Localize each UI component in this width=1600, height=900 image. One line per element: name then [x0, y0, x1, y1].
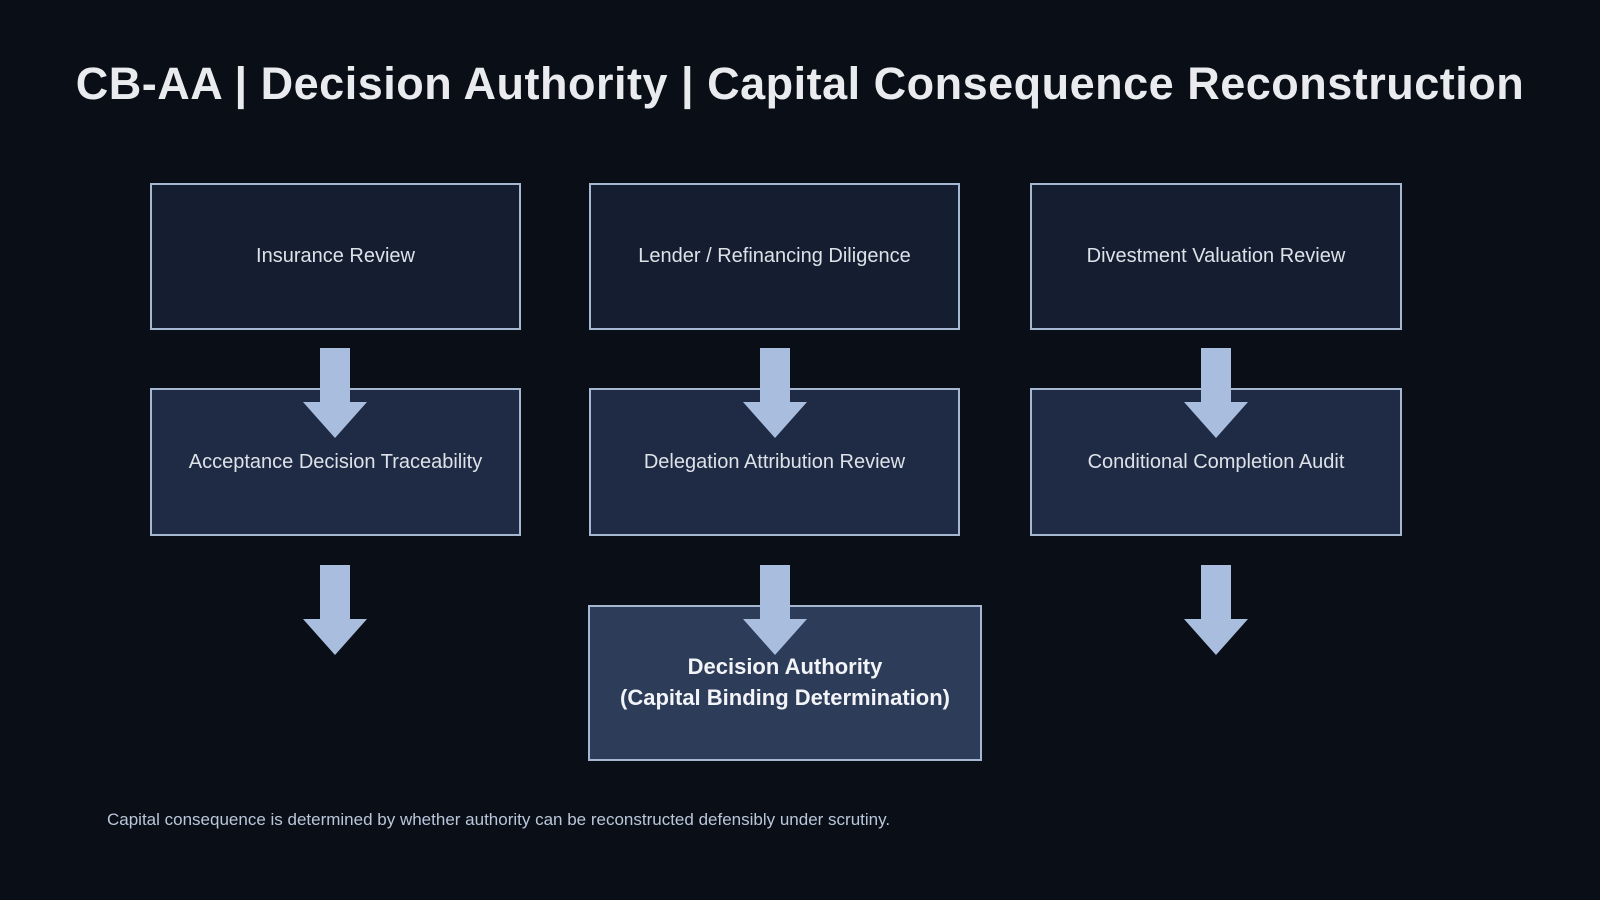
footnote-text: Capital consequence is determined by whe… [107, 810, 891, 829]
down-arrow-icon [303, 348, 367, 438]
node-label: Conditional Completion Audit [1087, 450, 1345, 473]
node-label: Delegation Attribution Review [643, 450, 906, 473]
down-arrow-icon [743, 565, 807, 655]
node-label: Acceptance Decision Traceability [188, 450, 483, 473]
node-insurance-review: Insurance Review [150, 183, 521, 330]
node-label: Divestment Valuation Review [1086, 245, 1346, 267]
node-label: Lender / Refinancing Diligence [638, 245, 911, 267]
decision-line2: (Capital Binding Determination) [620, 685, 950, 710]
node-divestment-valuation-review: Divestment Valuation Review [1030, 183, 1402, 330]
down-arrow-icon [1184, 348, 1248, 438]
down-arrow-icon [1184, 565, 1248, 655]
node-lender-refinancing-diligence: Lender / Refinancing Diligence [589, 183, 960, 330]
down-arrow-icon [303, 565, 367, 655]
node-decision-authority: Decision Authority (Capital Binding Dete… [588, 605, 982, 761]
page-title: CB-AA | Decision Authority | Capital Con… [75, 58, 1525, 109]
decision-line1: Decision Authority [687, 654, 883, 680]
node-label: Insurance Review [256, 245, 415, 267]
down-arrow-icon [743, 348, 807, 438]
node-delegation-attribution-review: Delegation Attribution Review [589, 388, 960, 536]
